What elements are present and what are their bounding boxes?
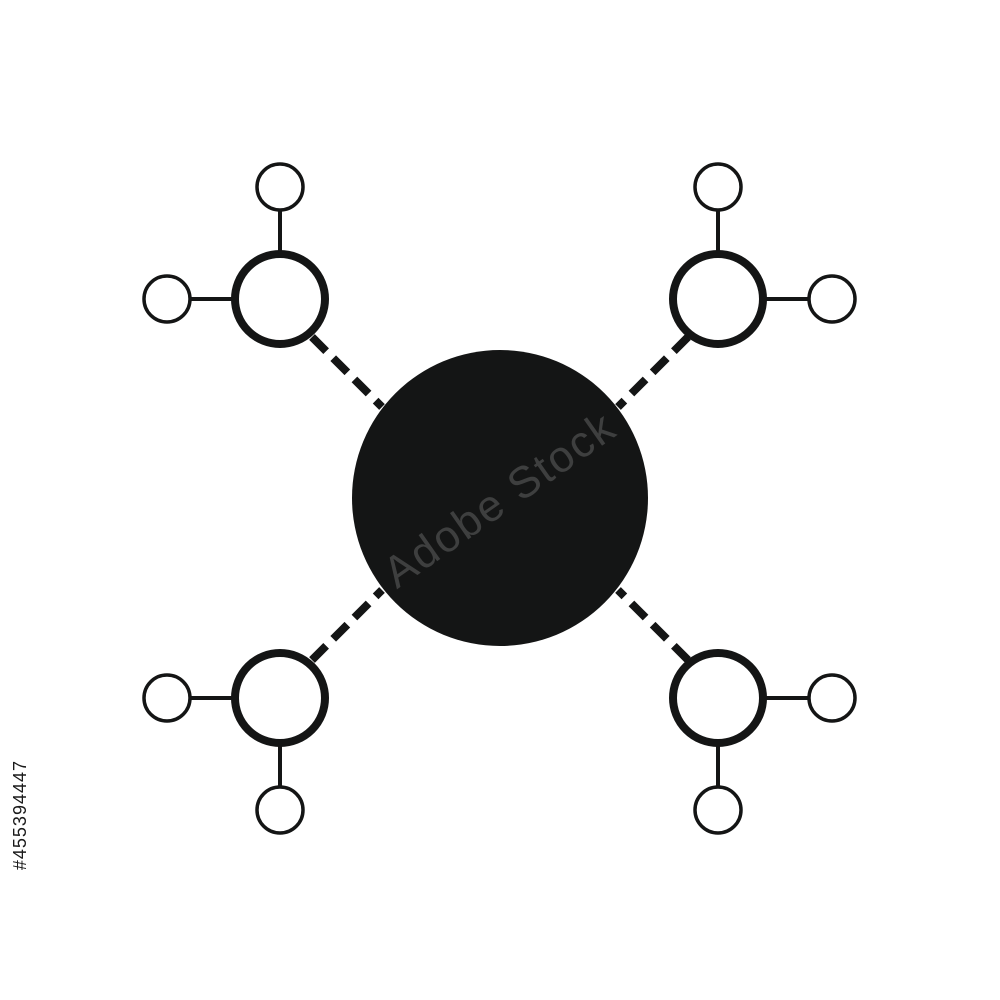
connector-bottom-left — [309, 587, 385, 663]
hub-top-left — [231, 250, 329, 348]
connector-bottom-right — [615, 587, 691, 663]
child-nodes — [142, 162, 857, 835]
child-node — [255, 785, 305, 835]
hub-bottom-right — [669, 649, 767, 747]
connector-top-right — [615, 334, 691, 410]
center-node — [352, 350, 648, 646]
child-node — [807, 274, 857, 324]
dashed-connectors — [309, 334, 691, 663]
child-node — [142, 274, 192, 324]
child-node — [142, 673, 192, 723]
child-node — [807, 673, 857, 723]
child-node — [693, 162, 743, 212]
hub-top-right — [669, 250, 767, 348]
hub-bottom-left — [231, 649, 329, 747]
connector-top-left — [309, 334, 385, 410]
child-node — [255, 162, 305, 212]
child-stems — [190, 210, 808, 787]
child-node — [693, 785, 743, 835]
stock-id-label: #455394447 — [10, 760, 30, 871]
satellite-hubs — [231, 250, 767, 747]
